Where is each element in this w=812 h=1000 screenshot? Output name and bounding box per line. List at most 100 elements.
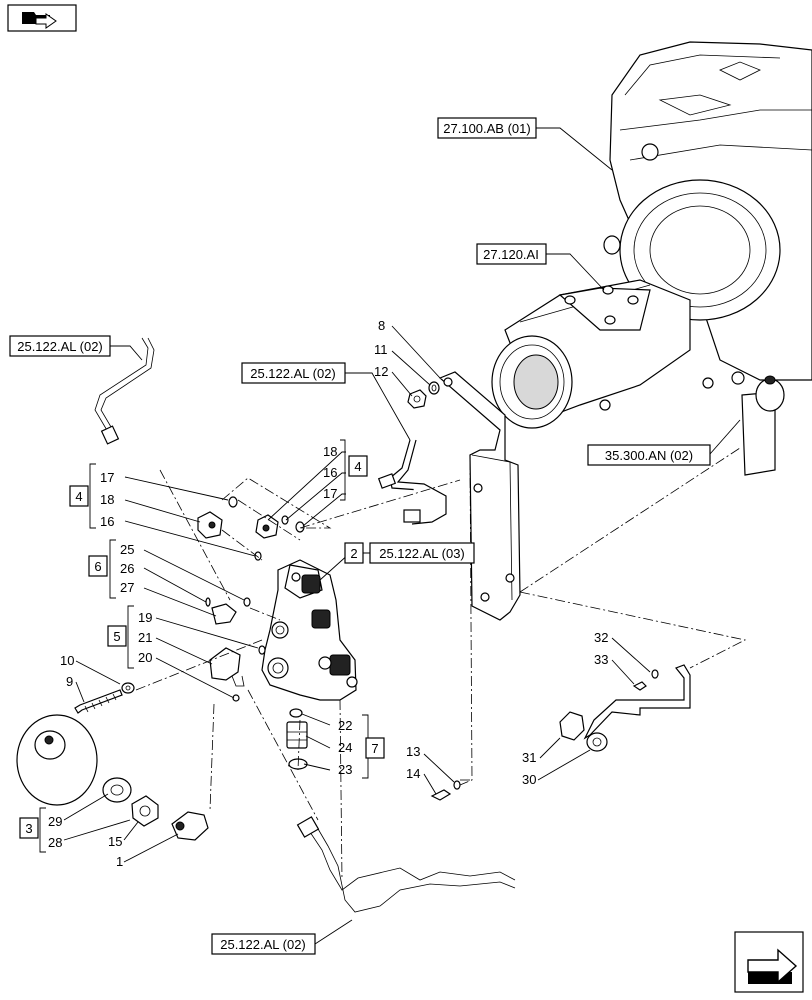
svg-text:25.122.AL (02): 25.122.AL (02) <box>17 339 103 354</box>
part-label-14: 14 <box>406 766 420 781</box>
part-label-33: 33 <box>594 652 608 667</box>
o-ring-26 <box>205 597 211 607</box>
adapter-24 <box>286 721 308 749</box>
part-label-22: 22 <box>338 718 352 733</box>
mounting-bracket <box>438 371 521 621</box>
ref-box-25-122-al-02-mid[interactable]: 25.122.AL (02) <box>241 362 346 384</box>
part-label-31: 31 <box>522 750 536 765</box>
nut-31 <box>559 711 585 741</box>
group-box-3[interactable]: 3 <box>19 817 39 839</box>
assembly-lines <box>135 447 747 881</box>
lever-30 <box>583 664 691 752</box>
pressure-switch-1 <box>171 811 209 841</box>
washer-13 <box>453 780 461 790</box>
bolt-14 <box>430 789 452 801</box>
part-label-13: 13 <box>406 744 420 759</box>
o-ring-20 <box>232 694 240 702</box>
svg-text:25.122.AL (03): 25.122.AL (03) <box>379 546 465 561</box>
part-label-28: 28 <box>48 835 62 850</box>
svg-text:4: 4 <box>75 489 82 504</box>
part-label-8: 8 <box>378 318 385 333</box>
sensor-bracket <box>741 375 785 476</box>
part-label-29: 29 <box>48 814 62 829</box>
leader-lines <box>63 127 741 945</box>
part-label-23: 23 <box>338 762 352 777</box>
part-label-25: 25 <box>120 542 134 557</box>
hydraulic-pipe-left <box>94 337 155 445</box>
fitting-18-upper <box>255 514 279 539</box>
part-label-16: 16 <box>100 514 114 529</box>
part-label-1: 1 <box>116 854 123 869</box>
part-label-15: 15 <box>108 834 122 849</box>
part-label-19: 19 <box>138 610 152 625</box>
svg-text:27.120.AI: 27.120.AI <box>483 247 539 262</box>
o-ring-16-left <box>254 551 262 561</box>
part-label-17: 17 <box>100 470 114 485</box>
accumulator-29 <box>16 714 98 806</box>
ref-box-27-100-ab[interactable]: 27.100.AB (01) <box>437 117 537 139</box>
svg-text:6: 6 <box>94 559 101 574</box>
group-box-4-left[interactable]: 4 <box>69 485 89 507</box>
o-ring-19 <box>258 645 266 655</box>
o-ring-17-left <box>228 496 238 508</box>
next-page-arrow-icon[interactable] <box>734 931 804 993</box>
washer-11 <box>428 381 440 395</box>
hydraulic-pipe-lower <box>296 816 516 913</box>
elbow-fitting-27 <box>211 603 237 625</box>
svg-text:27.100.AB (01): 27.100.AB (01) <box>443 121 530 136</box>
ref-box-35-300-an-02[interactable]: 35.300.AN (02) <box>587 444 711 466</box>
svg-text:7: 7 <box>371 741 378 756</box>
part-label-30: 30 <box>522 772 536 787</box>
ref-box-25-122-al-02-bottom[interactable]: 25.122.AL (02) <box>211 933 316 955</box>
part-label-10: 10 <box>60 653 74 668</box>
group-box-5[interactable]: 5 <box>107 625 127 647</box>
svg-text:5: 5 <box>113 629 120 644</box>
bolt-9 <box>74 689 123 714</box>
ref-box-25-122-al-03[interactable]: 25.122.AL (03) <box>369 542 475 564</box>
washer-10 <box>121 682 135 694</box>
control-valve-body <box>261 559 358 701</box>
svg-text:25.122.AL (02): 25.122.AL (02) <box>220 937 306 952</box>
part-label-26: 26 <box>120 561 134 576</box>
fitting-18-left <box>197 511 223 539</box>
part-label-12: 12 <box>374 364 388 379</box>
part-label-20: 20 <box>138 650 152 665</box>
group-brackets <box>39 439 369 853</box>
part-label-17: 17 <box>323 486 337 501</box>
group-box-2[interactable]: 2 <box>344 542 364 564</box>
group-box-6[interactable]: 6 <box>88 555 108 577</box>
o-ring-22 <box>289 708 303 718</box>
part-label-11: 11 <box>374 342 388 357</box>
part-labels: 17 18 16 18 16 17 25 26 27 19 21 20 10 9… <box>48 318 608 869</box>
nut-12 <box>407 389 427 409</box>
ref-box-27-120-ai[interactable]: 27.120.AI <box>476 243 547 265</box>
part-label-27: 27 <box>120 580 134 595</box>
transmission-housing <box>599 41 812 411</box>
bolt-33 <box>632 681 647 691</box>
axle-housing <box>491 279 691 429</box>
o-ring-16-upper <box>281 515 289 525</box>
book-arrow-icon[interactable] <box>7 4 77 32</box>
svg-text:3: 3 <box>25 821 32 836</box>
o-ring-25 <box>243 597 251 607</box>
washer-32 <box>651 669 659 679</box>
part-label-32: 32 <box>594 630 608 645</box>
svg-text:35.300.AN (02): 35.300.AN (02) <box>605 448 693 463</box>
svg-text:4: 4 <box>354 459 361 474</box>
part-label-21: 21 <box>138 630 152 645</box>
group-box-7[interactable]: 7 <box>365 737 385 759</box>
hydraulic-pipe-upper <box>377 439 447 525</box>
group-box-4-upper[interactable]: 4 <box>348 455 368 477</box>
svg-text:2: 2 <box>350 546 357 561</box>
svg-text:25.122.AL (02): 25.122.AL (02) <box>250 366 336 381</box>
part-label-16: 16 <box>323 465 337 480</box>
part-label-9: 9 <box>66 674 73 689</box>
washer-28 <box>102 777 132 803</box>
part-label-18: 18 <box>323 444 337 459</box>
part-label-18: 18 <box>100 492 114 507</box>
nut-15 <box>131 795 159 827</box>
part-label-24: 24 <box>338 740 352 755</box>
ref-box-25-122-al-02-left[interactable]: 25.122.AL (02) <box>9 335 111 357</box>
elbow-fitting-21 <box>209 647 245 687</box>
